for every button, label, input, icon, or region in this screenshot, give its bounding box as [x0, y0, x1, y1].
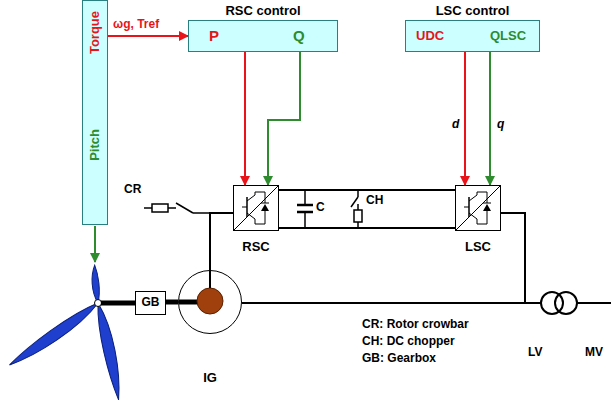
node-label: RSC [242, 240, 269, 254]
abbreviation-note: CR: Rotor crowbar [362, 318, 469, 331]
lsc-switch-symbol [455, 185, 501, 231]
power-line [279, 189, 455, 191]
abbreviation-note: CH: DC chopper [362, 335, 455, 348]
rotor [197, 288, 223, 314]
block-heading: RSC control [189, 4, 337, 18]
crowbar [144, 203, 210, 213]
part-label: CR [124, 183, 141, 196]
node-label: LSC [465, 240, 491, 254]
part-label: C [316, 201, 325, 214]
signal-arrow [268, 52, 300, 185]
block-heading: LSC control [406, 4, 539, 18]
edge-label: q [496, 118, 505, 131]
signal-arrow [108, 35, 188, 37]
node-label: QLSC [490, 29, 526, 43]
node-label: GB [142, 296, 160, 309]
signal-name: Pitch [88, 129, 102, 161]
converter-box: RSC [233, 185, 279, 231]
gearbox-box: GB [135, 291, 166, 315]
edge-label: ωg, Tref [112, 18, 160, 31]
voltage-label: MV [585, 346, 603, 359]
control-block: RSC controlPQ [188, 20, 338, 52]
shaft [101, 301, 135, 306]
pitch-command-arrow [94, 226, 96, 262]
converter-box: LSC [455, 185, 501, 231]
node-label: IG [203, 371, 217, 385]
edge-label: d [451, 118, 460, 131]
part-label: CH [366, 194, 383, 207]
power-line [166, 300, 178, 305]
signal-name: Torque [88, 11, 102, 54]
power-line [210, 213, 233, 270]
control-block: LSC controlUDCQLSC [405, 20, 540, 52]
signal-arrow [464, 52, 466, 185]
power-line [242, 213, 525, 303]
abbreviation-note: GB: Gearbox [362, 352, 436, 365]
node-label: UDC [416, 29, 444, 43]
voltage-label: LV [528, 346, 542, 359]
node-label: P [209, 28, 219, 45]
transformer [525, 292, 611, 314]
dc-chopper [351, 190, 362, 228]
generator-circle: IG [178, 270, 242, 334]
node-label: Q [293, 28, 305, 45]
rsc-switch-symbol [233, 185, 279, 231]
wind-turbine [7, 265, 125, 401]
capacitor [297, 190, 313, 228]
signal-arrow [244, 52, 246, 185]
control-block: TorquePitch [82, 0, 108, 225]
signal-arrow [489, 52, 491, 185]
rotor-lead [209, 270, 211, 288]
